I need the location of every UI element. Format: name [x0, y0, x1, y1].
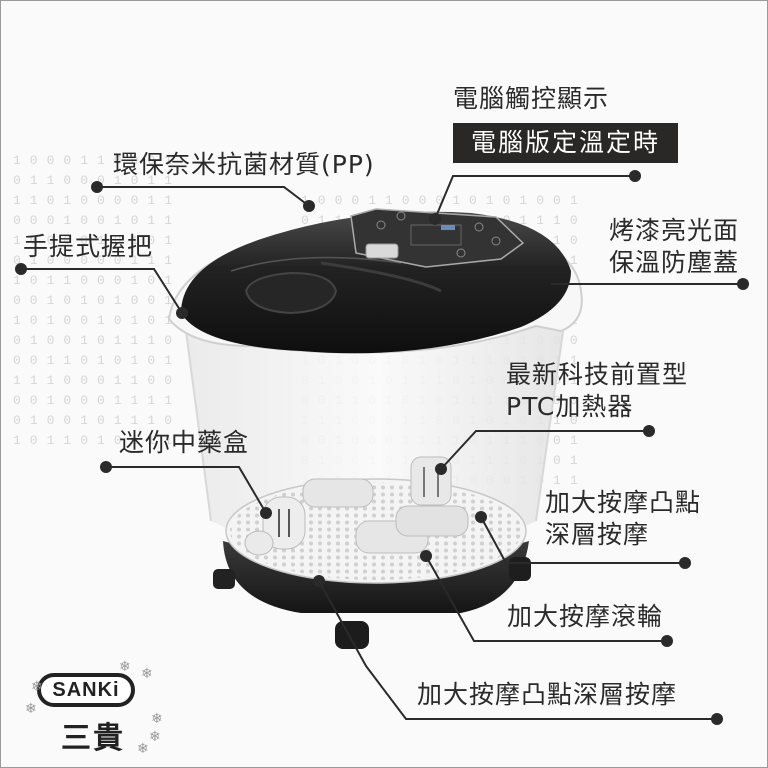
- label-lid-line2: 保溫防塵蓋: [608, 248, 739, 277]
- snowflake-icon: ❄: [141, 666, 153, 682]
- label-heater: 最新科技前置型 PTC加熱器: [506, 359, 688, 423]
- control-panel: [350, 208, 525, 268]
- brand-logo-en: SANKi: [37, 673, 135, 707]
- massage-roller: [302, 478, 469, 554]
- label-massage-points-line1: 加大按摩凸點: [545, 488, 702, 517]
- label-medicine-box: 迷你中藥盒: [119, 428, 250, 457]
- snowflake-icon: ❄: [25, 701, 37, 717]
- medicine-box: [244, 496, 306, 556]
- label-heater-line2: PTC加熱器: [506, 392, 634, 421]
- label-bottom-points: 加大按摩凸點深層按摩: [417, 680, 678, 709]
- snowflake-icon: ❄: [119, 659, 131, 675]
- label-control-display: 電腦觸控顯示: [453, 84, 610, 113]
- snowflake-icon: ❄: [137, 741, 149, 757]
- label-massage-points: 加大按摩凸點 深層按摩: [545, 487, 701, 551]
- badge-control-timer: 電腦版定溫定時: [453, 123, 679, 163]
- brand-logo: SANKi 三貴: [37, 673, 135, 757]
- label-heater-line1: 最新科技前置型: [506, 360, 689, 389]
- snowflake-icon: ❄: [151, 711, 163, 727]
- label-handle: 手提式握把: [23, 232, 154, 261]
- massage-floor: [225, 456, 527, 584]
- brand-logo-cn: 三貴: [61, 721, 125, 756]
- label-massage-points-line2: 深層按摩: [545, 520, 650, 549]
- leader-lines: [21, 175, 743, 720]
- snowflake-icon: ❄: [149, 729, 161, 745]
- snowflake-icon: ❄: [31, 679, 43, 695]
- binary-pattern-left: 1000110001 0110001011 1101000011 0001001…: [13, 153, 182, 448]
- label-material: 環保奈米抗菌材質(PP): [113, 150, 375, 179]
- label-lid: 烤漆亮光面 保溫防塵蓋: [609, 215, 739, 279]
- label-rollers: 加大按摩滾輪: [507, 602, 664, 631]
- lid: [181, 208, 571, 354]
- leader-dots: [15, 170, 749, 725]
- label-lid-line1: 烤漆亮光面: [608, 216, 739, 245]
